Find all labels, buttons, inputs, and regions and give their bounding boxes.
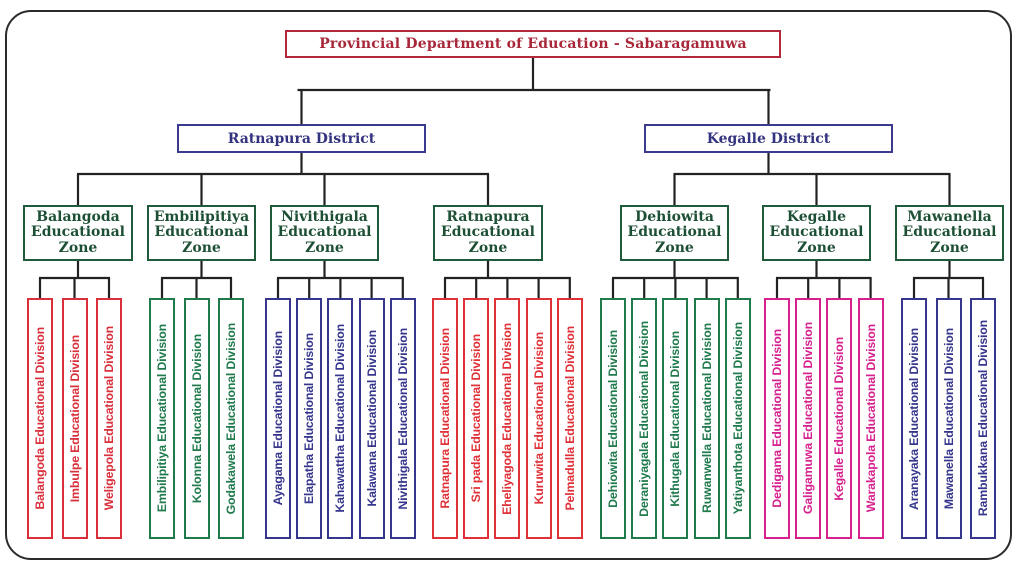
division-label: Rambukkana Educational Division	[976, 320, 990, 517]
division-box: Kithugala Educational Division	[662, 298, 689, 539]
zone-label-line: Educational	[31, 224, 125, 241]
division-box: Kahawattha Educational Division	[327, 298, 354, 539]
division-label: Kegalle Educational Division	[832, 336, 847, 501]
zone-label-line: Ratnapura	[446, 208, 530, 225]
division-box: Pelmadulla Educational Division	[556, 298, 583, 539]
zone-label-line: Zone	[182, 239, 221, 256]
provincial-department-label: Provincial Department of Education - Sab…	[319, 36, 747, 52]
zone-label-line: Educational	[769, 224, 864, 241]
chart-frame	[5, 10, 1012, 560]
division-box: Mawanella Educational Division	[935, 298, 962, 539]
zone-label-line: Zone	[797, 239, 836, 256]
division-label: Embilipitiya Educational Division	[155, 324, 169, 513]
zone-label-line: Educational	[277, 224, 372, 241]
division-label: Godakawela Educational Division	[224, 322, 238, 515]
division-label: Yatiyanthota Educational Division	[730, 322, 745, 515]
provincial-department-box: Provincial Department of Education - Sab…	[285, 30, 781, 58]
division-box: Nivithigala Educational Division	[389, 298, 416, 539]
division-label: Kahawattha Educational Division	[333, 324, 348, 513]
zone-label-line: Zone	[58, 239, 98, 256]
district-label: Kegalle District	[706, 130, 831, 147]
division-label: Ayagama Educational Division	[271, 331, 285, 506]
division-box: Rambukkana Educational Division	[970, 298, 996, 539]
division-box: Kegalle Educational Division	[826, 298, 853, 539]
division-label: Kuruwita Educational Division	[531, 332, 546, 505]
zone-label-line: Educational	[441, 224, 535, 241]
division-label: Elapatha Educational Division	[302, 332, 317, 505]
division-box: Aranayaka Educational Division	[901, 298, 927, 539]
division-label: Imbulpe Educational Division	[67, 334, 82, 503]
division-label: Deraniyagala Educational Division	[637, 320, 652, 517]
division-box: Warakapola Educational Division	[857, 298, 884, 539]
district-box-1: Kegalle District	[644, 124, 893, 153]
division-label: Kithugala Educational Division	[668, 330, 683, 507]
division-box: Dehiowita Educational Division	[600, 298, 626, 539]
zone-label-line: Nivithigala	[281, 208, 368, 225]
zone-label-line: Mawanella	[907, 208, 992, 225]
division-box: Deraniyagala Educational Division	[631, 298, 658, 539]
division-box: Kuruwita Educational Division	[525, 298, 552, 539]
zone-label-line: Dehiowita	[635, 208, 714, 225]
division-box: Dedigama Educational Division	[764, 298, 790, 539]
division-box: Ratnapura Educational Division	[432, 298, 458, 539]
division-box: Sri pada Educational Division	[463, 298, 490, 539]
division-label: Ruwanwella Educational Division	[699, 323, 714, 514]
division-label: Dedigama Educational Division	[770, 329, 784, 508]
zone-label-line: Educational	[627, 224, 722, 241]
division-box: Kolonna Educational Division	[183, 298, 210, 539]
district-box-0: Ratnapura District	[177, 124, 426, 153]
division-label: Kolonna Educational Division	[189, 333, 204, 504]
zone-label-line: Embilipitiya	[153, 208, 250, 225]
division-box: Embilipitiya Educational Division	[149, 298, 175, 539]
division-label: Nivithigala Educational Division	[395, 327, 410, 510]
division-label: Dehiowita Educational Division	[606, 329, 620, 508]
division-label: Eheliyagoda Educational Division	[500, 322, 515, 515]
zone-label-line: Kegalle	[786, 208, 847, 225]
division-label: Aranayaka Educational Division	[907, 327, 921, 510]
division-label: Balangoda Educational Division	[33, 327, 47, 510]
division-label: Warakapola Educational Division	[863, 324, 878, 513]
zone-label-line: Balangoda	[36, 208, 120, 225]
division-box: Balangoda Educational Division	[27, 298, 53, 539]
zone-label-line: Zone	[305, 239, 344, 256]
division-label: Galigamuwa Educational Division	[801, 322, 816, 515]
division-box: Imbulpe Educational Division	[61, 298, 88, 539]
division-box: Eheliyagoda Educational Division	[494, 298, 521, 539]
division-box: Galigamuwa Educational Division	[795, 298, 822, 539]
division-box: Kalawana Educational Division	[358, 298, 385, 539]
division-label: Weligepola Educational Division	[102, 326, 116, 511]
division-label: Mawanella Educational Division	[941, 327, 956, 510]
district-label: Ratnapura District	[227, 130, 376, 147]
division-label: Kalawana Educational Division	[364, 330, 379, 507]
zone-label-line: Educational	[902, 224, 997, 241]
zone-label-line: Zone	[468, 239, 508, 256]
zone-label-line: Zone	[930, 239, 969, 256]
division-box: Ruwanwella Educational Division	[693, 298, 720, 539]
division-label: Pelmadulla Educational Division	[562, 326, 577, 511]
division-box: Godakawela Educational Division	[218, 298, 244, 539]
division-label: Ratnapura Educational Division	[438, 328, 452, 509]
division-box: Ayagama Educational Division	[265, 298, 291, 539]
division-box: Yatiyanthota Educational Division	[724, 298, 751, 539]
zone-label-line: Zone	[655, 239, 694, 256]
division-label: Sri pada Educational Division	[469, 334, 484, 503]
division-box: Weligepola Educational Division	[96, 298, 122, 539]
zone-label-line: Educational	[154, 224, 249, 241]
division-box: Elapatha Educational Division	[296, 298, 323, 539]
